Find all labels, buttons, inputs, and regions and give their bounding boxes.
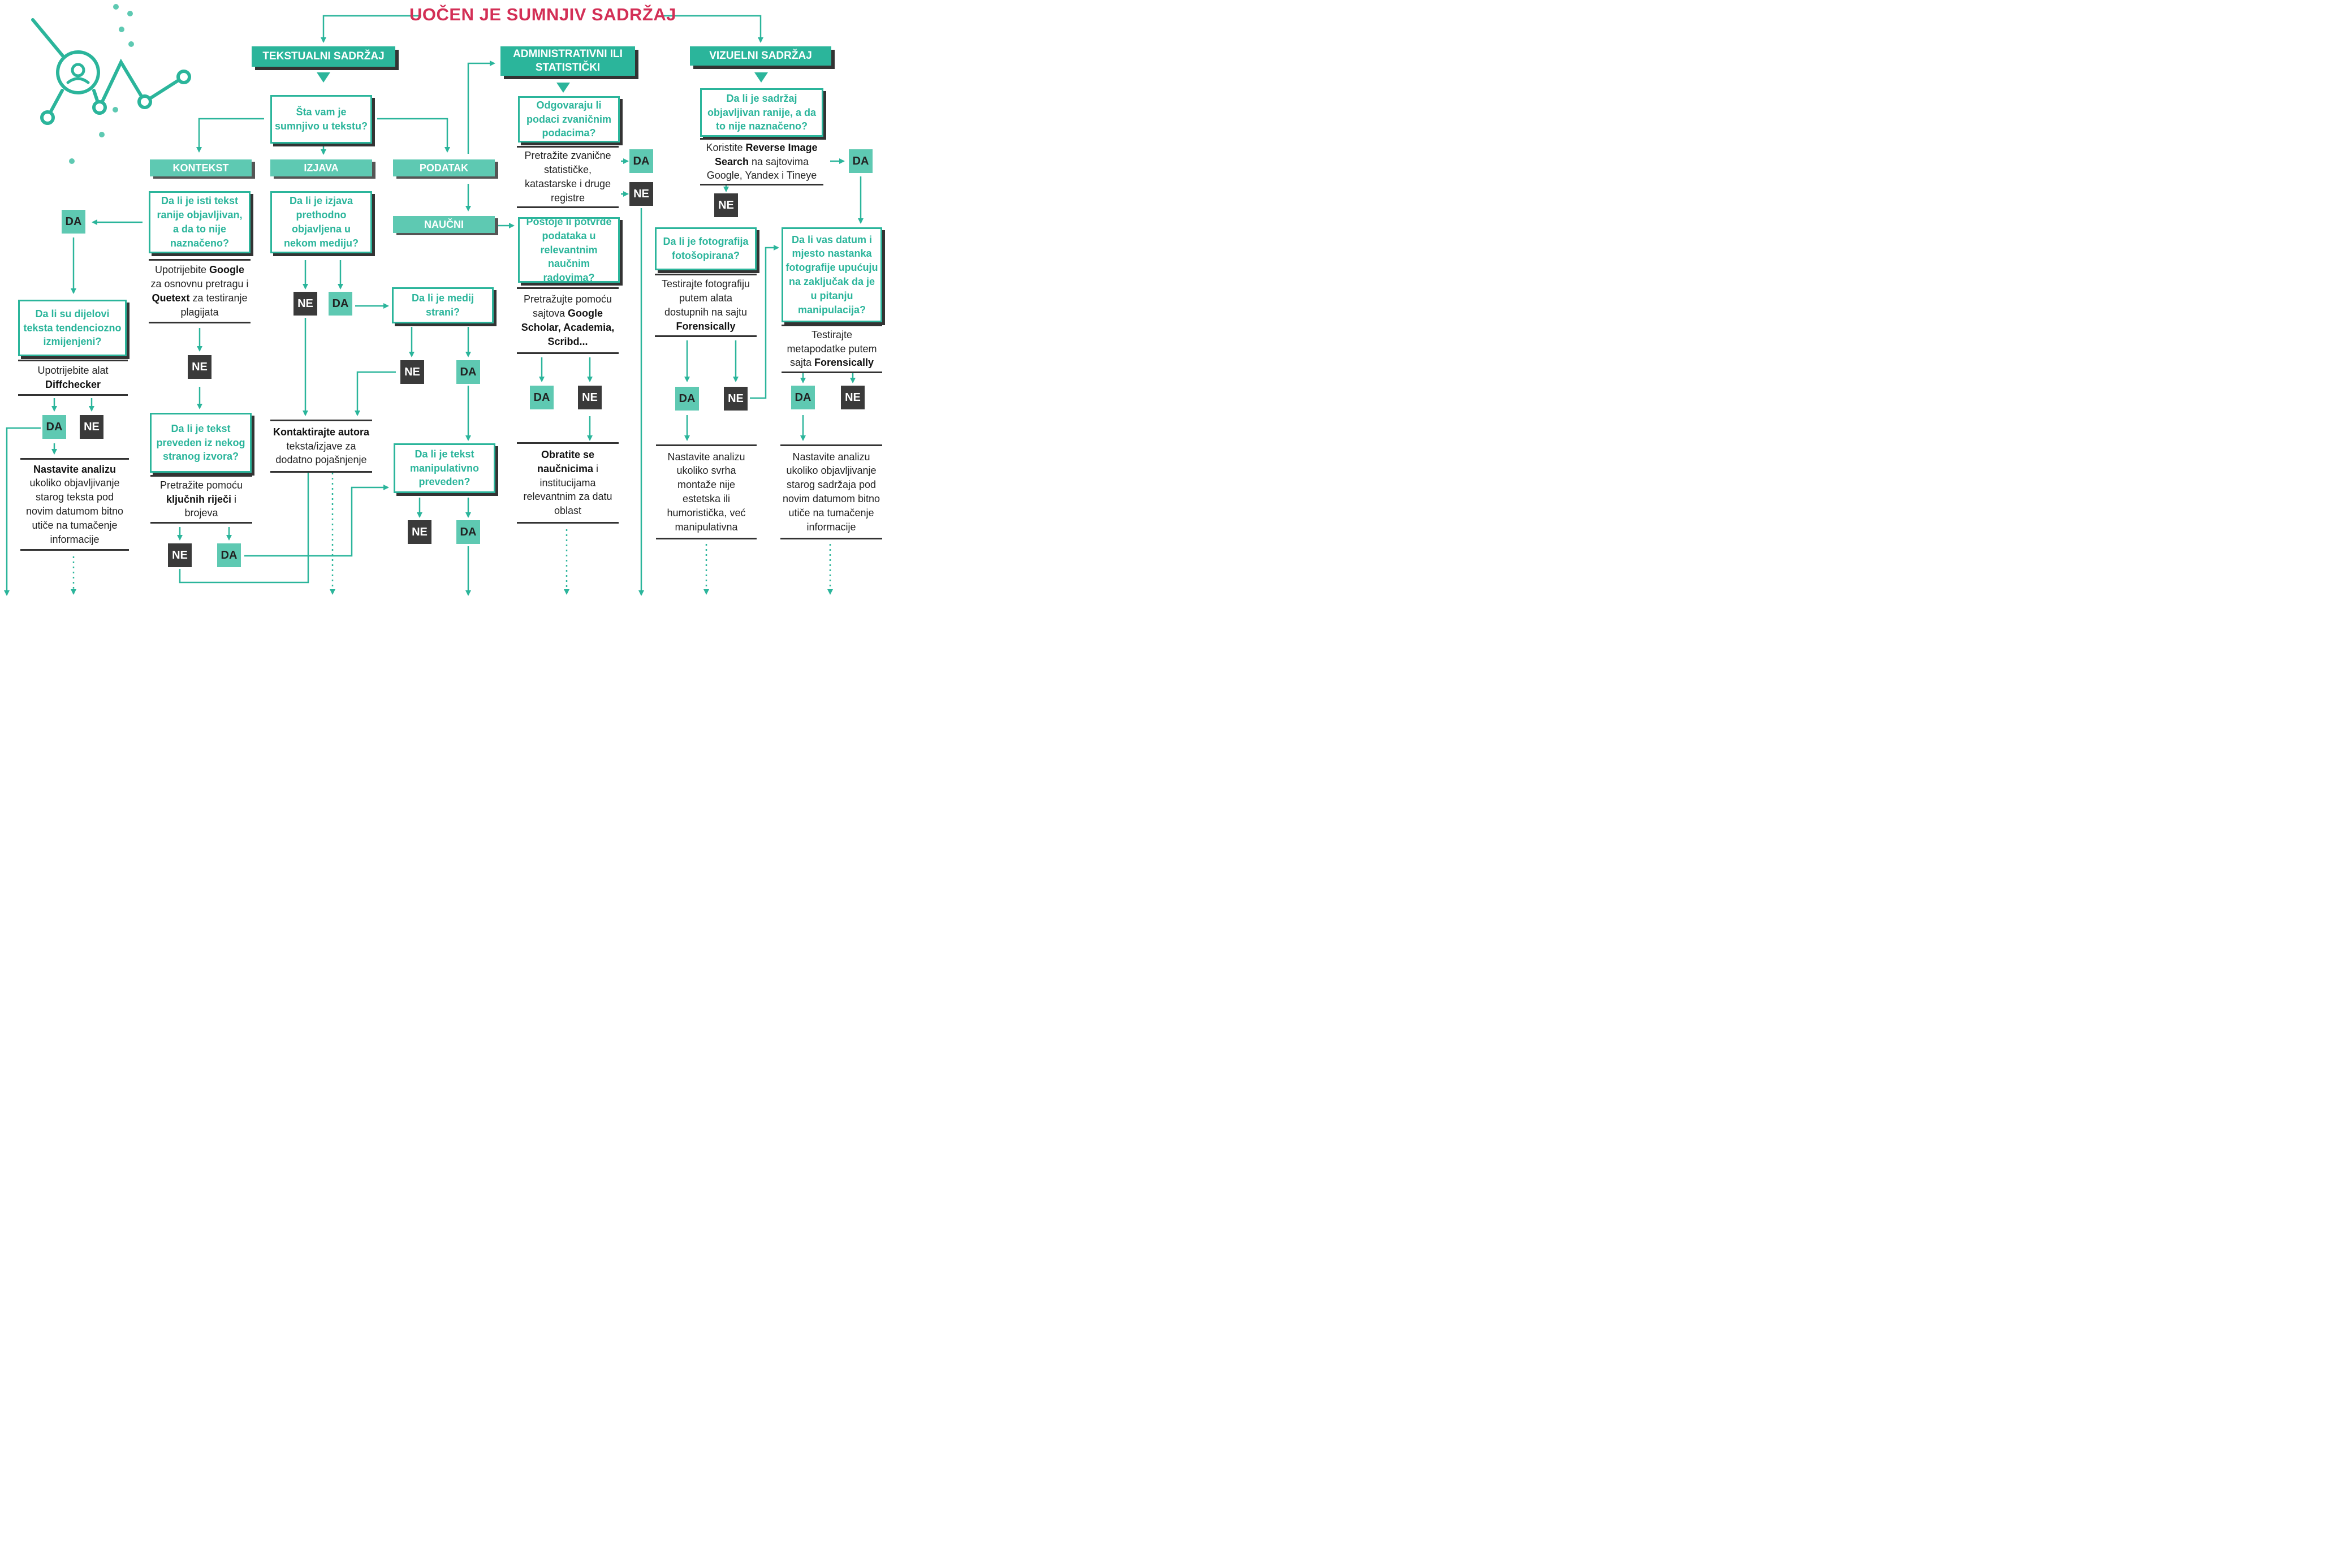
- action-keywords: Pretražite pomoću ključnih riječi i broj…: [150, 475, 252, 524]
- subheader-statement: IZJAVA: [270, 159, 372, 176]
- answer-no-badge: NE: [80, 415, 103, 439]
- answer-yes-badge: DA: [791, 386, 815, 409]
- action-continue-visual: Nastavite analizu ukoliko objavljivanje …: [780, 444, 882, 539]
- answer-yes-badge: DA: [456, 360, 480, 384]
- action-continue-montage: Nastavite analizu ukoliko svrha montaže …: [656, 444, 757, 539]
- subheader-context: KONTEKST: [150, 159, 252, 176]
- answer-no-badge: NE: [188, 355, 211, 379]
- action-continue-text: Nastavite analizu ukoliko objavljivanje …: [20, 458, 129, 551]
- question-scientific-confirm: Postoje li potvrde podataka u relevantni…: [518, 216, 620, 283]
- action-forensically-photo: Testirajte fotografiju putem alata dostu…: [655, 274, 757, 337]
- answer-yes-badge: DA: [629, 149, 653, 173]
- answer-yes-badge: DA: [329, 292, 352, 316]
- answer-yes-badge: DA: [530, 386, 554, 409]
- answer-no-badge: NE: [629, 182, 653, 206]
- question-visual-published: Da li je sadržaj objavljivan ranije, a d…: [700, 88, 823, 137]
- question-foreign-media: Da li je medij strani?: [392, 287, 494, 323]
- answer-no-badge: NE: [168, 543, 192, 567]
- answer-no-badge: NE: [408, 520, 431, 544]
- subheader-scientific: NAUČNI: [393, 216, 495, 233]
- action-forensically-meta: Testirajte metapodatke putem sajta Foren…: [782, 325, 882, 373]
- answer-yes-badge: DA: [42, 415, 66, 439]
- action-reverse-image: Koristite Reverse Image Search na sajtov…: [700, 138, 823, 185]
- question-text-suspicious: Šta vam je sumnjivo u tekstu?: [270, 95, 372, 144]
- connector-lines: [4, 4, 864, 596]
- question-same-text: Da li je isti tekst ranije objavljivan, …: [149, 191, 251, 253]
- answer-no-badge: NE: [293, 292, 317, 316]
- action-diffchecker: Upotrijebite alat Diffchecker: [18, 360, 128, 396]
- question-parts-altered: Da li su dijelovi teksta tendenciozno iz…: [18, 300, 127, 356]
- question-translated-foreign: Da li je tekst preveden iz nekog stranog…: [150, 413, 252, 473]
- answer-yes-badge: DA: [456, 520, 480, 544]
- magnifier-graph-icon: [31, 18, 191, 125]
- answer-yes-badge: DA: [849, 149, 873, 173]
- answer-no-badge: NE: [714, 193, 738, 217]
- action-scientists: Obratite se naučnicima i institucijama r…: [517, 442, 619, 524]
- action-contact-author: Kontaktirajte autora teksta/izjave za do…: [270, 420, 372, 473]
- page-title: UOČEN JE SUMNJIV SADRŽAJ: [409, 5, 676, 24]
- action-scholar: Pretražujte pomoću sajtova Google Schola…: [517, 287, 619, 354]
- answer-no-badge: NE: [724, 387, 748, 411]
- action-registers: Pretražite zvanične statističke, katasta…: [517, 146, 619, 208]
- header-visual: VIZUELNI SADRŽAJ: [690, 46, 831, 66]
- question-official-data: Odgovaraju li podaci zvaničnim podacima?: [518, 96, 620, 142]
- action-google-quetext: Upotrijebite Google za osnovnu pretragu …: [149, 259, 251, 323]
- answer-yes-badge: DA: [217, 543, 241, 567]
- header-administrative: ADMINISTRATIVNI ILI STATISTIČKI: [500, 46, 635, 76]
- question-photoshopped: Da li je fotografija fotošopirana?: [655, 227, 757, 270]
- answer-no-badge: NE: [841, 386, 865, 409]
- answer-no-badge: NE: [400, 360, 424, 384]
- subheader-data: PODATAK: [393, 159, 495, 176]
- question-manipulatively-translated: Da li je tekst manipulativno preveden?: [394, 443, 495, 493]
- header-textual: TEKSTUALNI SADRŽAJ: [252, 46, 395, 67]
- decorative-dots: [69, 4, 134, 164]
- question-date-place: Da li vas datum i mjesto nastanka fotogr…: [782, 227, 882, 322]
- question-statement-published: Da li je izjava prethodno objavljena u n…: [270, 191, 372, 253]
- answer-yes-badge: DA: [62, 210, 85, 234]
- answer-no-badge: NE: [578, 386, 602, 409]
- answer-yes-badge: DA: [675, 387, 699, 411]
